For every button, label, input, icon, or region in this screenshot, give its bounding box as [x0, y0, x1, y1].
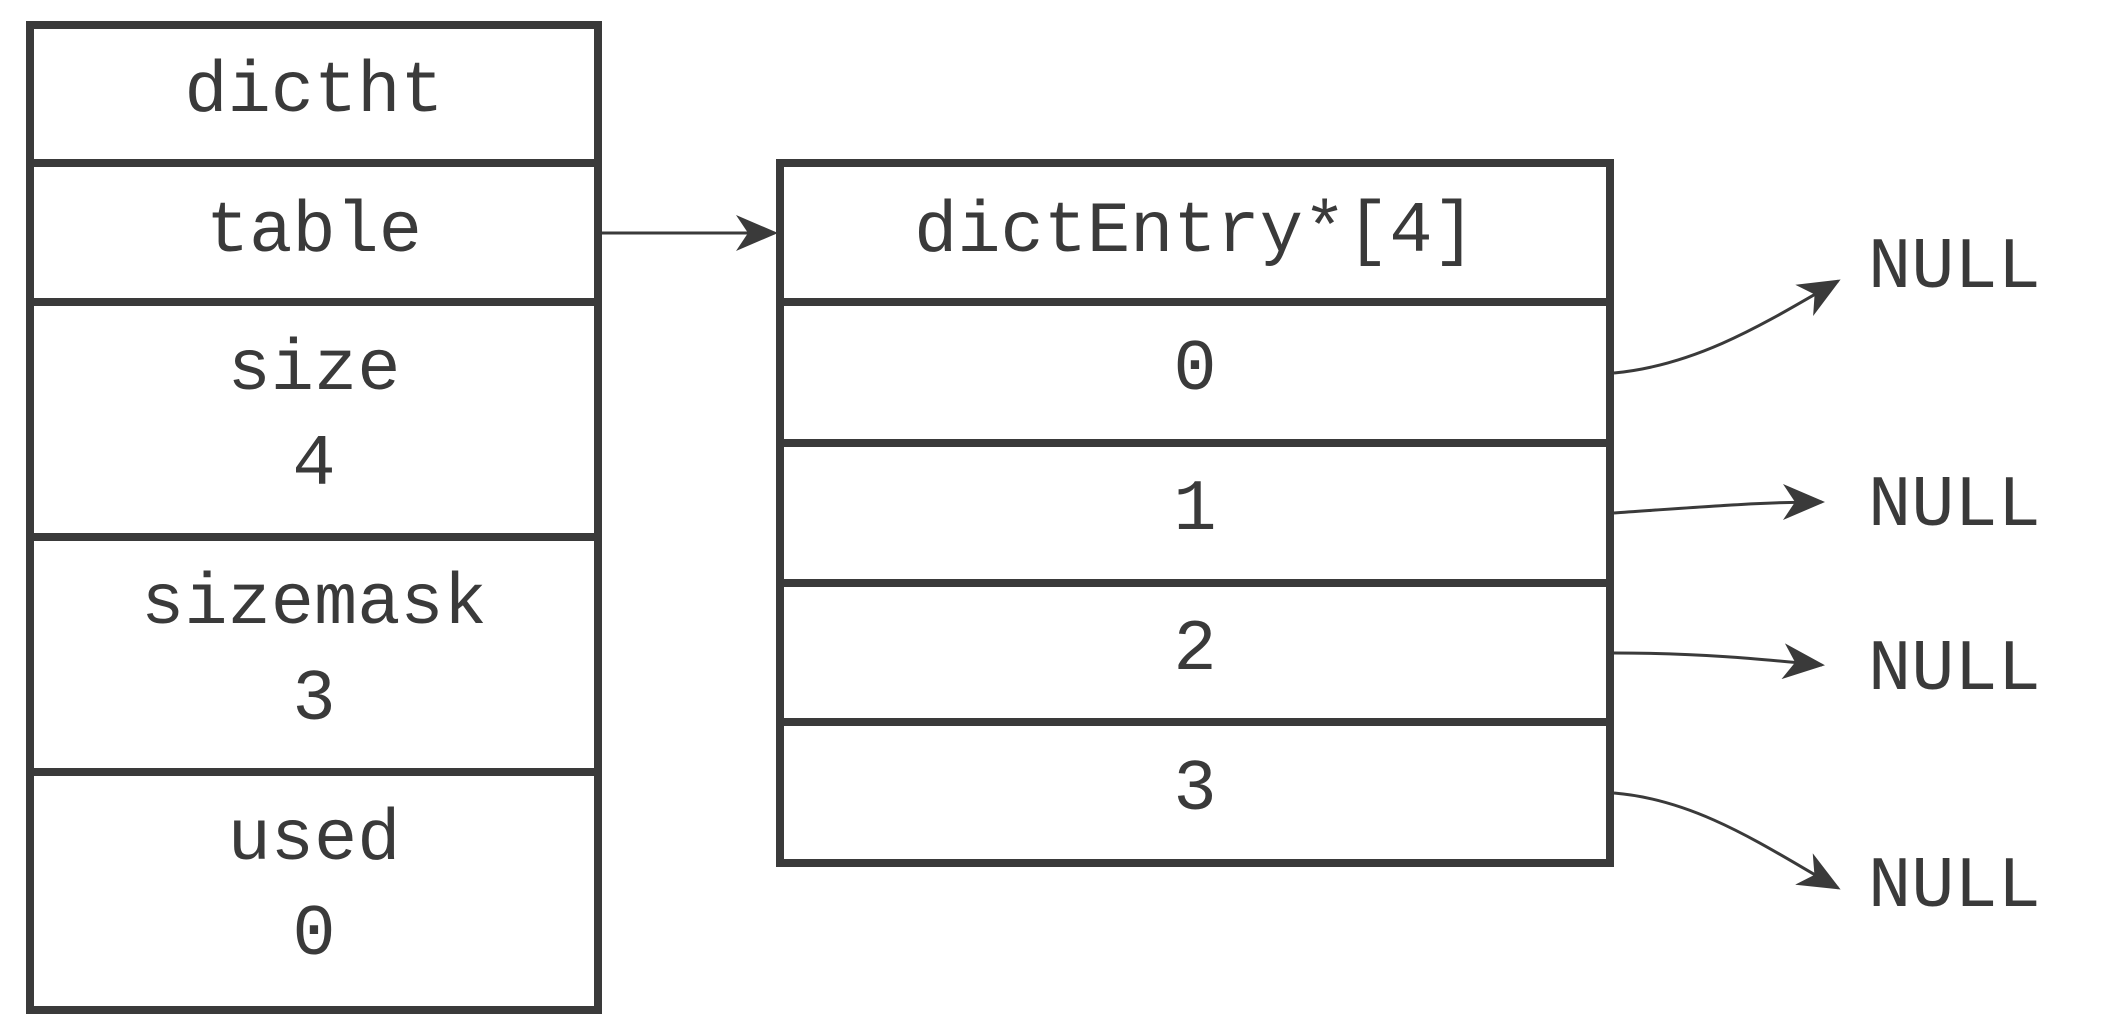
slot-index-2: 2 [1173, 609, 1216, 691]
size-field-value: 4 [292, 424, 335, 506]
slot-2-null-arrow [1613, 643, 1825, 680]
dictentry-array: dictEntry*[4] 0 1 2 3 [776, 159, 1614, 867]
used-field-value: 0 [292, 894, 335, 976]
slot-index-0: 0 [1173, 329, 1216, 411]
slot-0-null-arrow [1613, 279, 1841, 375]
dictht-struct: dictht table size 4 sizemask 3 used 0 [26, 21, 602, 1014]
slot-3-null-arrow [1613, 791, 1841, 890]
table-field-label: table [206, 191, 422, 273]
slot-index-3: 3 [1173, 749, 1216, 831]
null-label-0: NULL [1868, 227, 2041, 309]
dictht-frame [26, 21, 602, 1014]
used-field-label: used [228, 799, 401, 881]
dictht-title: dictht [184, 51, 443, 133]
slot-1-null-arrow [1613, 484, 1825, 521]
null-label-3: NULL [1868, 846, 2041, 928]
size-field-label: size [228, 329, 401, 411]
null-label-1: NULL [1868, 465, 2041, 547]
null-label-2: NULL [1868, 629, 2041, 711]
sizemask-field-label: sizemask [141, 563, 487, 645]
slot-index-1: 1 [1173, 469, 1216, 551]
dictentry-array-title: dictEntry*[4] [914, 191, 1476, 273]
dictentry-array-frame [776, 159, 1614, 867]
sizemask-field-value: 3 [292, 659, 335, 741]
